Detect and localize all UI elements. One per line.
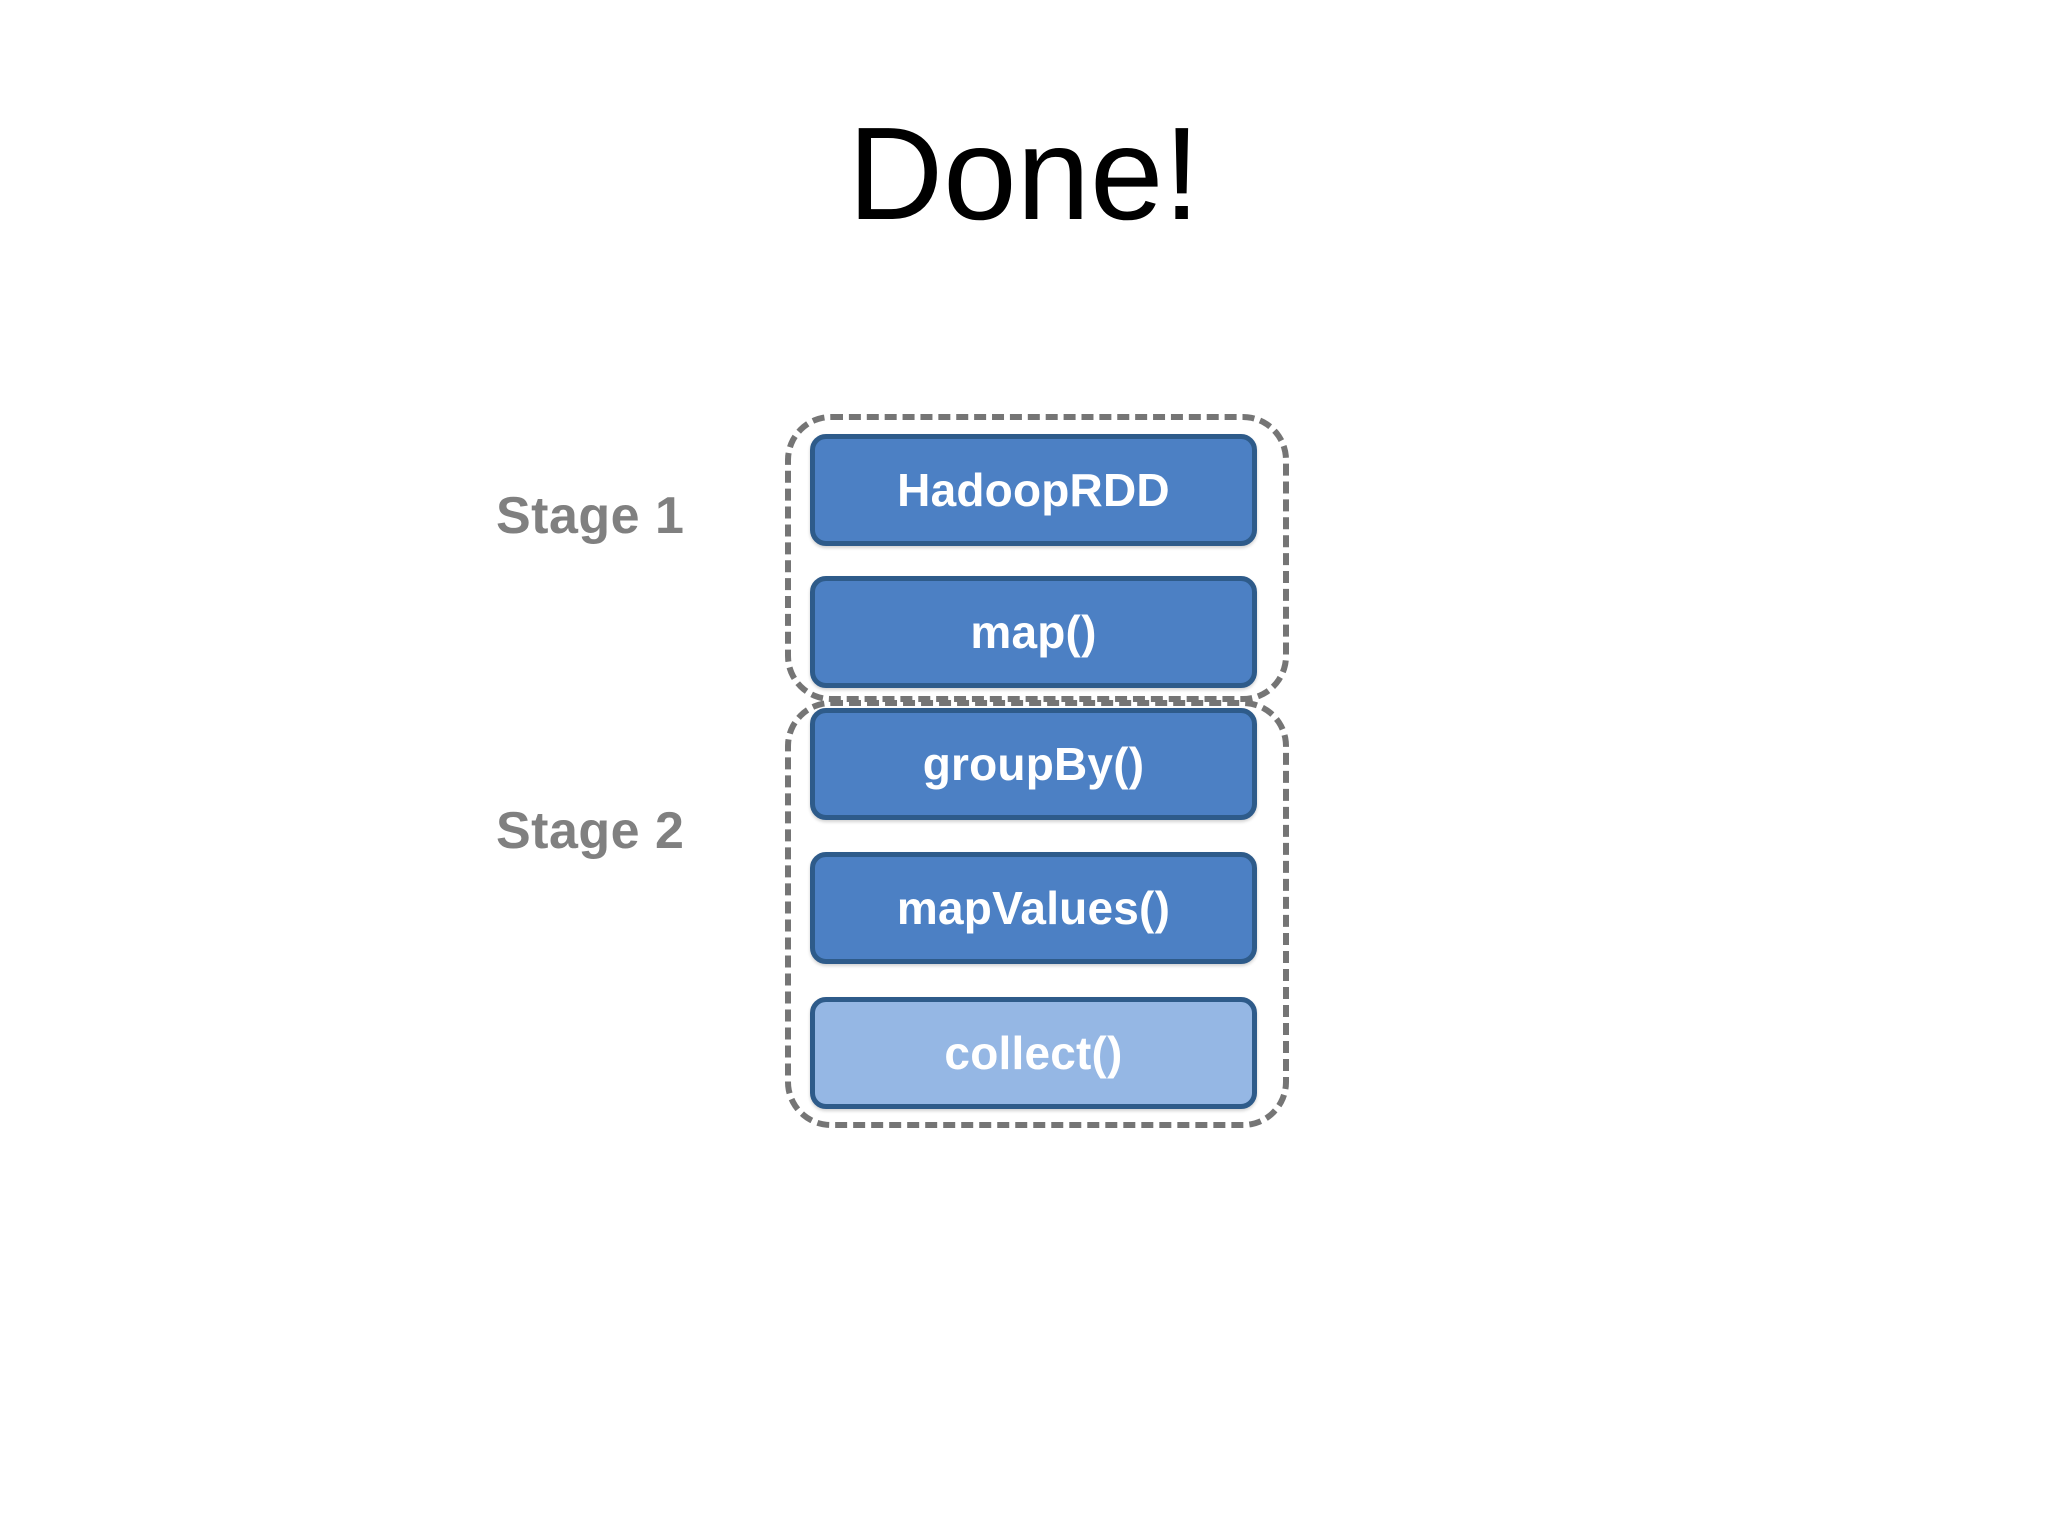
stage-2-label: Stage 2	[496, 802, 685, 860]
stage-1-group-outline	[785, 414, 1289, 702]
rdd-box-mapvalues[interactable]: mapValues()	[810, 852, 1257, 964]
stage-2-group-outline	[785, 700, 1289, 1128]
rdd-box-groupby[interactable]: groupBy()	[810, 708, 1257, 820]
rdd-box-hadooprdd[interactable]: HadoopRDD	[810, 434, 1257, 546]
rdd-box-map[interactable]: map()	[810, 576, 1257, 688]
stage-1-label: Stage 1	[496, 487, 685, 545]
rdd-box-collect[interactable]: collect()	[810, 997, 1257, 1109]
page-title: Done!	[847, 100, 1201, 247]
